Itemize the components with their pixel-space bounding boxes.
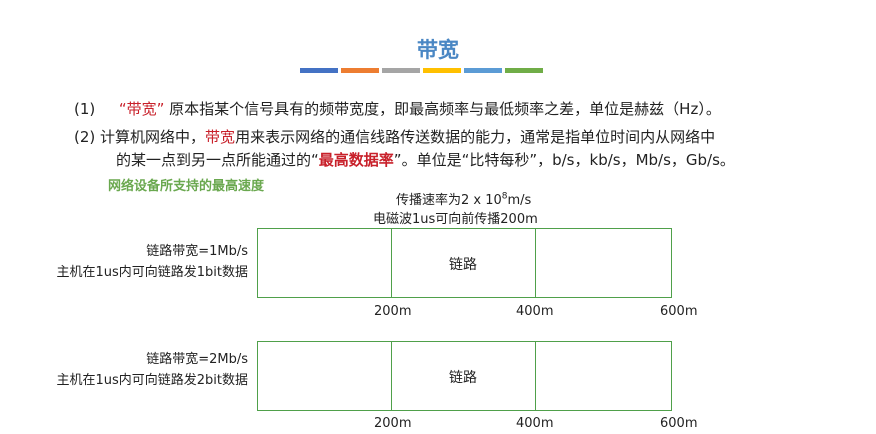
definition-text: 原本指某个信号具有的频带宽度，即最高频率与最低频率之差，单位是赫兹（Hz）。 [169,100,721,118]
distance-tick: 400m [516,416,554,431]
term-bandwidth: 带宽 [126,100,157,118]
link-label: 链路 [449,370,477,386]
distance-tick: 600m [660,304,698,319]
subheading: 网络设备所支持的最高速度 [108,179,265,194]
link-segment-divider [535,342,536,410]
distance-tick: 600m [660,416,698,431]
distance-tick: 200m [374,416,412,431]
distance-tick: 200m [374,304,412,319]
definition-item-2-continued: 的某一点到另一点所能通过的“最高数据率”。单位是“比特每秒”，b/s，kb/s，… [116,149,735,170]
accent-bar-4 [423,68,461,73]
page-title: 带宽 [417,38,459,62]
quote-close: ” [156,100,165,118]
host-send-label: 主机在1us内可向链路发1bit数据 [56,265,248,280]
diagram1-labels: 链路带宽=1Mb/s 主机在1us内可向链路发1bit数据 [20,241,248,283]
definition-text: 的某一点到另一点所能通过的“ [116,151,319,169]
accent-bar-3 [382,68,420,73]
link-segment-divider [535,229,536,297]
definition-text: ”。单位是“比特每秒”，b/s，kb/s，Mb/s，Gb/s。 [393,151,735,169]
link-box [257,341,672,411]
distance-tick: 400m [516,304,554,319]
definition-text: 用来表示网络的通信线路传送数据的能力，通常是指单位时间内从网络中 [235,128,716,146]
accent-bar-6 [505,68,543,73]
diagram2-labels: 链路带宽=2Mb/s 主机在1us内可向链路发2bit数据 [20,349,248,391]
host-send-label: 主机在1us内可向链路发2bit数据 [56,373,248,388]
accent-bar-1 [300,68,338,73]
accent-bar-5 [464,68,502,73]
term-max-data-rate: 最高数据率 [318,151,394,169]
item-number: (2) [74,128,96,146]
definition-item-1: (1) “带宽” 原本指某个信号具有的频带宽度，即最高频率与最低频率之差，单位是… [74,98,721,119]
link-segment-divider [391,342,392,410]
link-box [257,228,672,298]
propagation-distance: 电磁波1us可向前传播200m [373,212,538,227]
quote-open: “ [118,100,127,118]
term-bandwidth: 带宽 [205,128,236,146]
bandwidth-label: 链路带宽=1Mb/s [146,244,248,259]
exponent: 8 [501,191,508,202]
link-label: 链路 [449,257,477,273]
accent-bar-2 [341,68,379,73]
propagation-speed: 传播速率为2 x 108m/s [396,191,532,208]
definition-item-2: (2) 计算机网络中，带宽用来表示网络的通信线路传送数据的能力，通常是指单位时间… [74,126,715,147]
item-number: (1) [74,100,96,118]
bandwidth-label: 链路带宽=2Mb/s [146,352,248,367]
link-segment-divider [391,229,392,297]
definition-text: 计算机网络中， [100,128,206,146]
